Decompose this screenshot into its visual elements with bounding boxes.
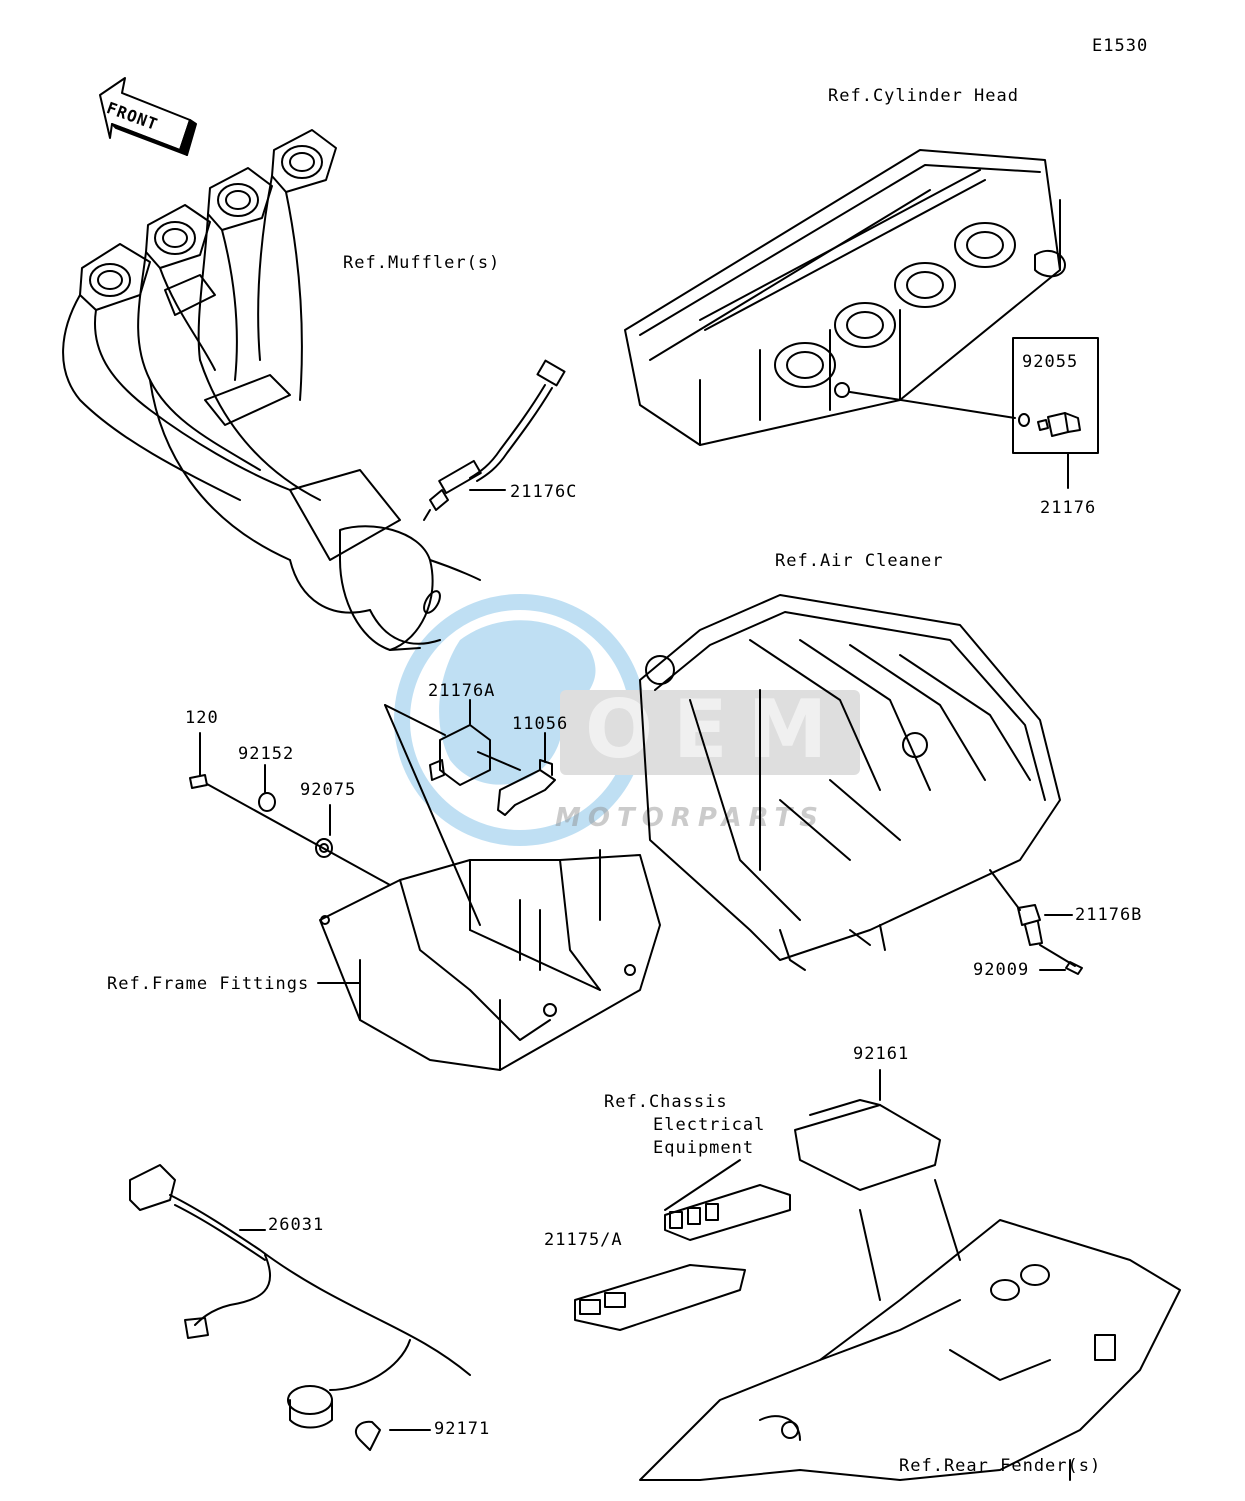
part-92075[interactable]: 92075 [300, 780, 357, 800]
cylinder-head-drawing [624, 149, 1066, 446]
intake-sensor-21176b [989, 869, 1083, 975]
part-92171[interactable]: 92171 [434, 1419, 491, 1439]
part-21175a[interactable]: 21175/A [544, 1230, 623, 1250]
ref-frame-fittings: Ref.Frame Fittings [107, 974, 310, 994]
part-92009[interactable]: 92009 [973, 960, 1030, 980]
ref-mufflers: Ref.Muffler(s) [343, 253, 501, 273]
diagram-code: E1530 [1092, 36, 1149, 56]
part-21176[interactable]: 21176 [1040, 498, 1097, 518]
part-120[interactable]: 120 [185, 708, 219, 728]
watermark-globe-ring [394, 594, 646, 846]
watermark-sub: MOTORPARTS [555, 803, 825, 833]
part-21176c[interactable]: 21176C [510, 482, 578, 502]
part-21176a[interactable]: 21176A [428, 681, 496, 701]
part-92055[interactable]: 92055 [1022, 352, 1079, 372]
ref-chassis-line3: Equipment [653, 1138, 755, 1158]
chassis-electrical-parts [574, 1069, 941, 1331]
front-arrow-icon [99, 77, 197, 156]
part-11056[interactable]: 11056 [512, 714, 569, 734]
sensor-kit-21176-box [1012, 337, 1099, 489]
wire-harness-26031 [129, 1164, 471, 1451]
part-21176b[interactable]: 21176B [1075, 905, 1143, 925]
ref-air-cleaner: Ref.Air Cleaner [775, 551, 944, 571]
part-26031[interactable]: 26031 [268, 1215, 325, 1235]
ref-chassis-line1: Ref.Chassis [604, 1092, 728, 1112]
frame-fitting-tray [317, 849, 661, 1071]
part-92161[interactable]: 92161 [853, 1044, 910, 1064]
rear-fender-drawing [639, 1179, 1181, 1481]
air-cleaner-drawing [639, 594, 1061, 971]
watermark-oem-block [560, 690, 860, 775]
watermark-brand: OEM [585, 683, 848, 776]
watermark-globe-land [439, 620, 596, 785]
fastener-stack [189, 732, 391, 886]
sensor-21176a-and-bracket [384, 699, 556, 926]
ref-cylinder-head: Ref.Cylinder Head [828, 86, 1019, 106]
oxygen-sensor-21176c [423, 359, 566, 521]
part-92152[interactable]: 92152 [238, 744, 295, 764]
exhaust-header-drawing [62, 129, 481, 651]
ref-chassis-line2: Electrical [653, 1115, 766, 1135]
ref-rear-fender: Ref.Rear Fender(s) [899, 1456, 1102, 1476]
